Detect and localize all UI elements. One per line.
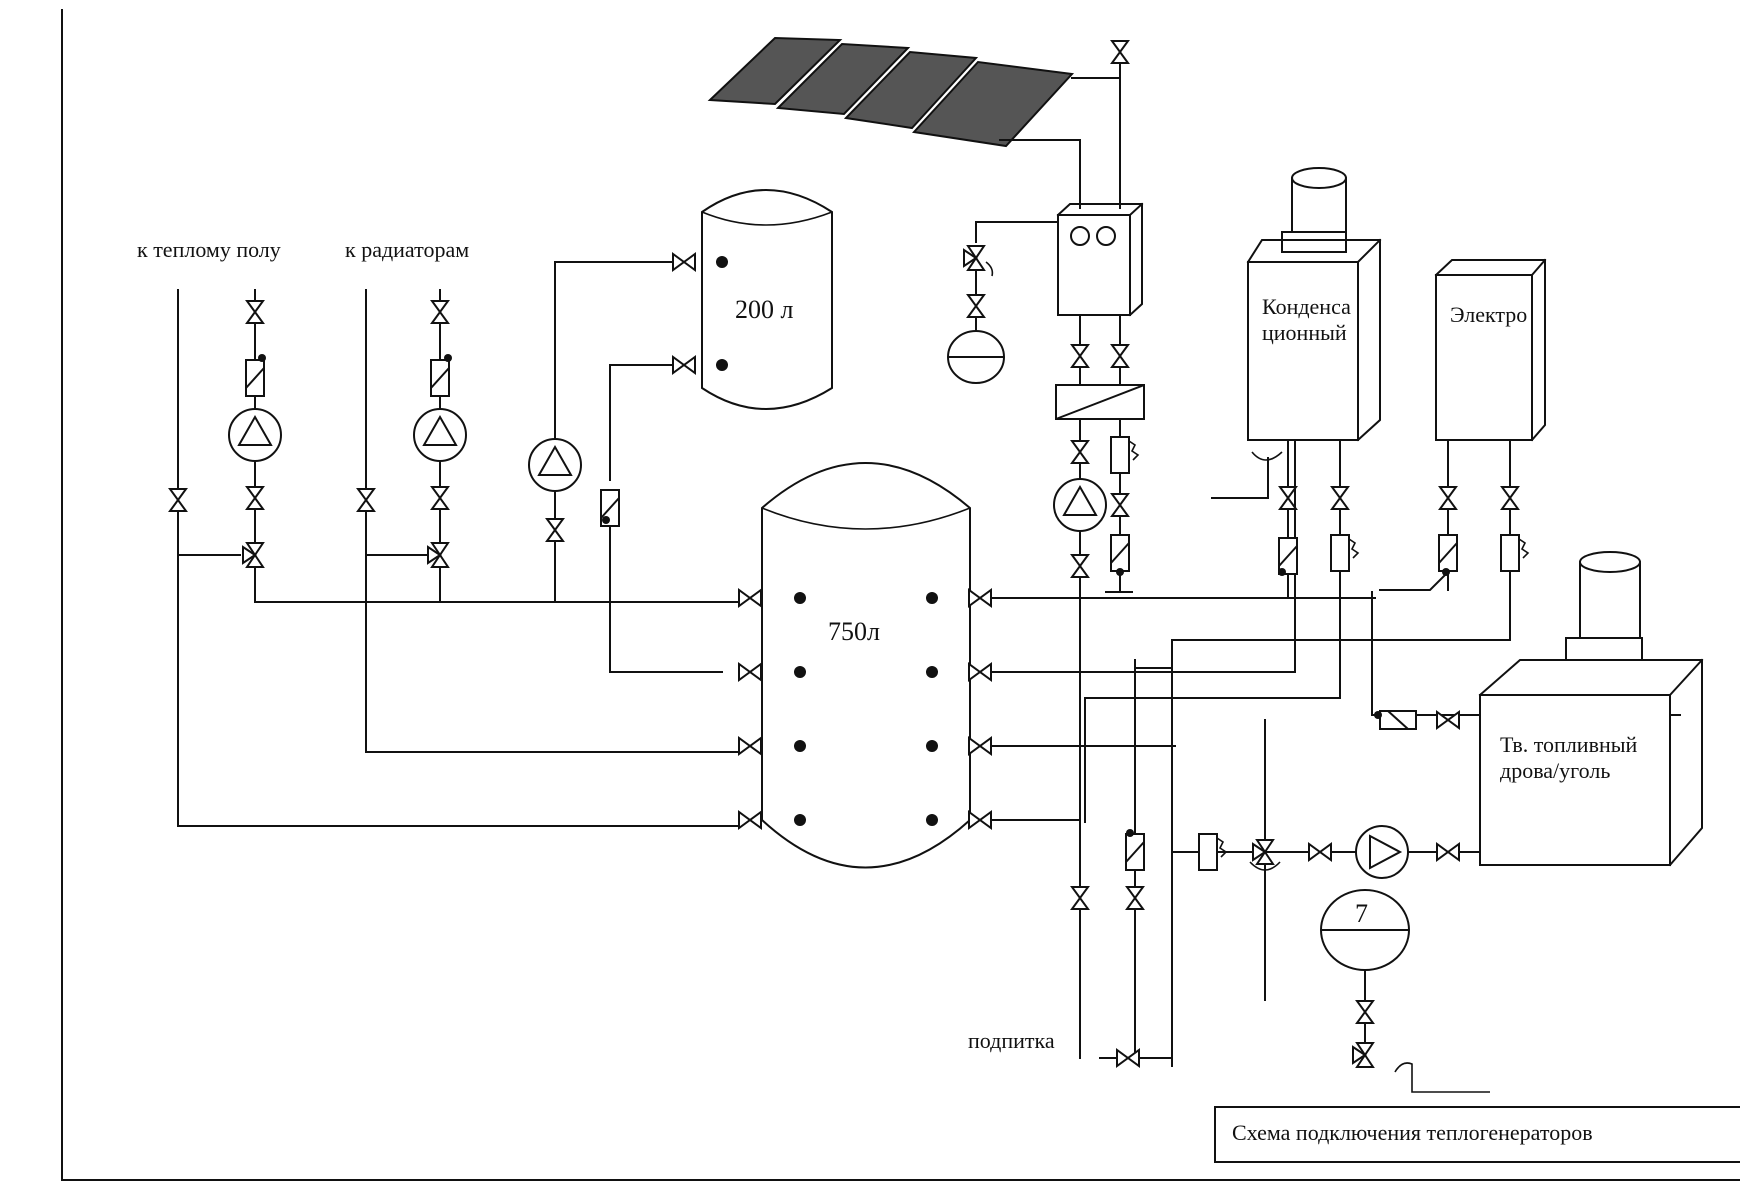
solid-fuel-label-1: Тв. топливный [1500, 732, 1638, 757]
solar-station [1056, 202, 1144, 386]
tank-large-label: 750л [828, 617, 880, 646]
sheet-frame [61, 9, 1740, 1181]
radiator-group: к радиаторам [345, 237, 739, 753]
diagram-title: Схема подключения теплогенераторов [1232, 1120, 1593, 1145]
tank-small-label: 200 л [735, 295, 794, 324]
solar-expansion-vessel [947, 221, 1059, 384]
solid-fuel-label-2: дрова/уголь [1500, 758, 1610, 783]
solar-collector [707, 36, 1129, 209]
makeup-line: подпитка [968, 1028, 1173, 1067]
floor-heating-label: к теплому полу [137, 237, 281, 262]
condensing-label-1: Конденса [1262, 294, 1351, 319]
expansion-vessel-7: 7 [1320, 889, 1490, 1093]
drain-valves [1071, 829, 1145, 931]
electric-label: Электро [1450, 302, 1527, 327]
solid-fuel-boiler: Тв. топливный дрова/уголь [1478, 551, 1704, 867]
buffer-right-piping [991, 439, 1681, 1059]
condensing-label-2: ционный [1262, 320, 1347, 345]
radiators-label: к радиаторам [345, 237, 469, 262]
condensing-boiler: Конденса ционный [1211, 167, 1382, 599]
plate-heat-exchanger [1053, 384, 1145, 1059]
floor-heating-group: к теплому полу [137, 237, 739, 827]
makeup-label: подпитка [968, 1028, 1055, 1053]
buffer-tank-750: 750л [738, 462, 992, 869]
solid-fuel-piping [1171, 710, 1481, 879]
electric-boiler: Электро [1379, 258, 1547, 641]
tank-loop-pump [528, 438, 723, 673]
expansion-number: 7 [1355, 899, 1368, 928]
dhw-tank-200: 200 л [554, 189, 833, 481]
